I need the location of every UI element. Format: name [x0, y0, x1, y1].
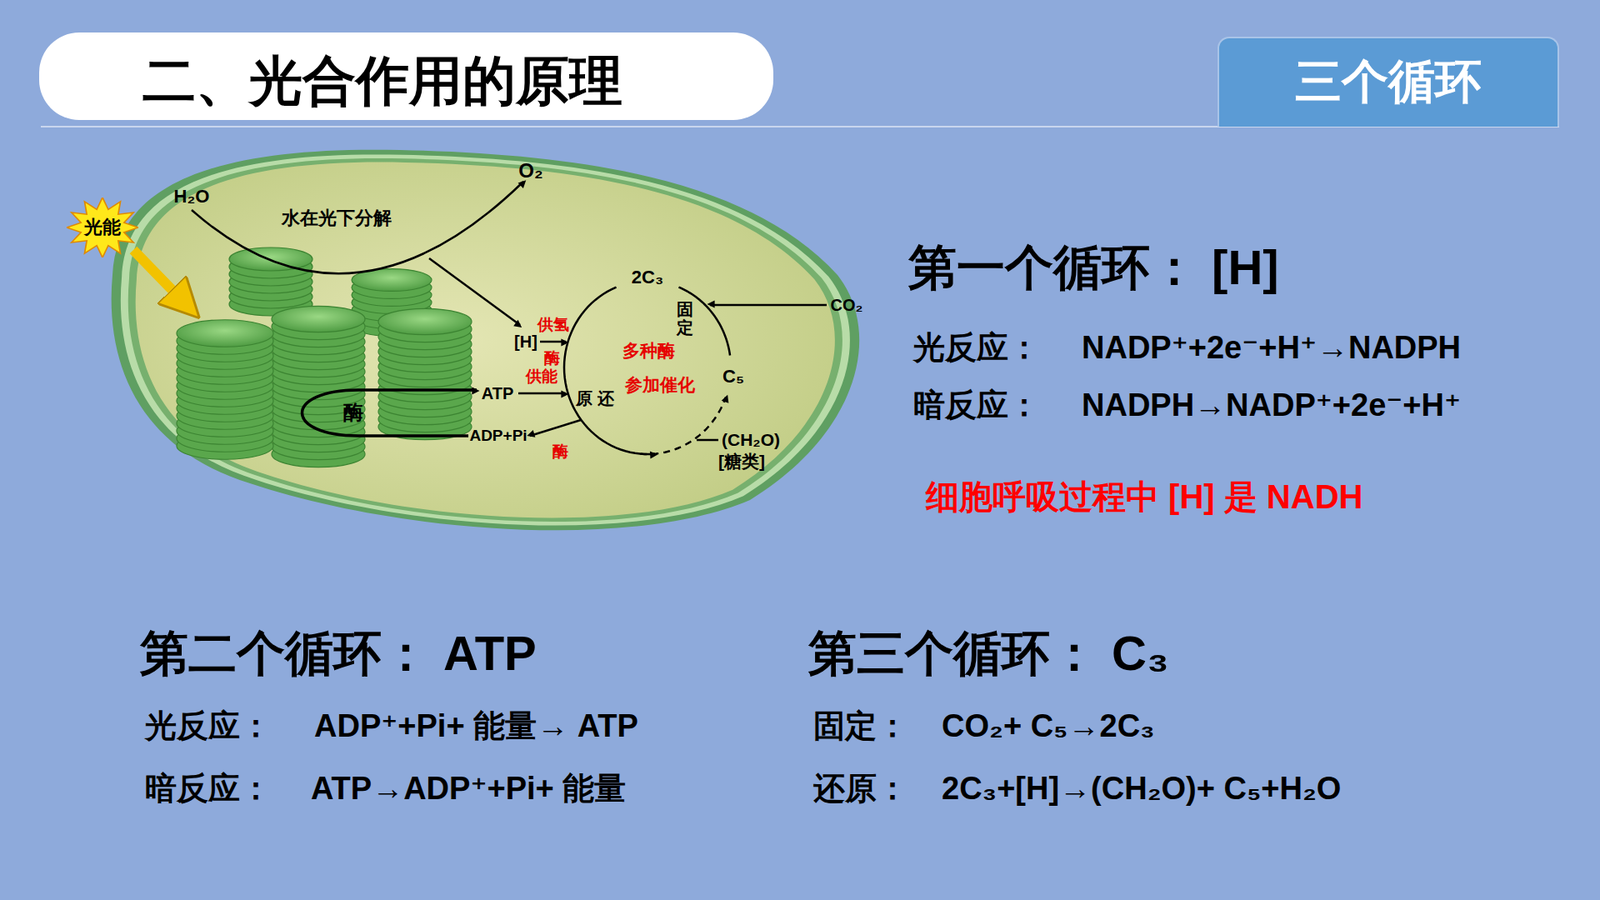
reaction-stage: 还原：: [813, 770, 909, 808]
water-arc: [191, 181, 524, 274]
granum-stack: [378, 308, 472, 440]
granum-stack: [271, 305, 365, 467]
sugar-output: [696, 439, 719, 442]
molecule-label: [糖类]: [718, 451, 765, 472]
reaction-stage: 光反应：: [145, 708, 272, 745]
reaction-stage: 暗反应：: [913, 387, 1040, 425]
thylakoid-disk: [176, 320, 274, 347]
enzyme-label: 酶: [552, 442, 569, 461]
atp-supply-arrow: [518, 392, 566, 395]
membrane-layer: [128, 158, 843, 522]
section-tab: 三个循环: [1217, 36, 1560, 127]
enzyme-label: 参加催化: [625, 375, 695, 395]
enzyme-label: 酶: [343, 400, 364, 425]
molecule-label: ATP: [481, 384, 515, 404]
molecule-label: O₂: [518, 159, 543, 183]
slide-title: 二、光合作用的原理: [142, 50, 623, 113]
membrane-layer: [120, 154, 850, 525]
equation: ATP→ADP⁺+Pi+ 能量: [310, 770, 626, 808]
molecule-label: H₂O: [174, 185, 210, 207]
h-supply-arrow: [540, 340, 566, 344]
granum-stack: [176, 320, 274, 460]
reaction-stage: 暗反应：: [145, 770, 272, 808]
co2-arrow: [710, 304, 827, 307]
equation: 2C₃+[H]→(CH₂O)+ C₅+H₂O: [941, 770, 1341, 808]
equation: NADPH→NADP⁺+2e⁻+H⁺: [1081, 387, 1461, 425]
cycle-heading: 第三个循环： C₃: [808, 625, 1170, 682]
adp-return-arrow: [530, 420, 581, 436]
enzyme-label: 酶: [544, 349, 560, 368]
membrane-layer: [111, 150, 860, 531]
process-label: 水在光下分解: [281, 207, 392, 229]
equation: CO₂+ C₅→2C₃: [941, 708, 1155, 745]
reaction-arrows: [133, 181, 827, 455]
role-label: 供能: [525, 367, 558, 386]
reaction-stage: 光反应：: [913, 330, 1040, 367]
molecule-label: CO₂: [830, 295, 864, 315]
thylakoid-disk: [229, 247, 313, 271]
cycle-heading: 第二个循环： ATP: [140, 625, 537, 682]
regeneration-arc: [640, 397, 726, 455]
reduction-arc: [564, 287, 655, 455]
atp-loop: [302, 390, 478, 436]
equation: ADP⁺+Pi+ 能量→ ATP: [314, 708, 639, 745]
thylakoid-disk: [271, 305, 365, 332]
granum-stack: [229, 247, 313, 316]
process-label: 原 还: [575, 389, 615, 409]
thylakoid-disk: [378, 308, 472, 335]
enzyme-label: 多种酶: [622, 340, 675, 361]
burst-label: 光能: [84, 215, 121, 240]
molecule-label: (CH₂O): [721, 430, 780, 450]
light-arrow: [133, 250, 189, 307]
hydrogen-arrow: [429, 258, 520, 325]
molecule-label: C₅: [722, 365, 745, 387]
molecule-label: [H]: [514, 332, 538, 352]
grana: [176, 247, 472, 468]
title-pill: [39, 32, 774, 120]
role-label: 供氢: [537, 315, 570, 335]
tab-label: 三个循环: [1295, 50, 1482, 115]
reaction-stage: 固定：: [813, 708, 909, 745]
light-energy-burst: 光能: [66, 197, 139, 258]
equation: NADP⁺+2e⁻+H⁺→NADPH: [1081, 330, 1461, 367]
process-label: 固定: [676, 300, 694, 337]
note: 细胞呼吸过程中 [H] 是 NADH: [925, 477, 1363, 516]
membrane-layer: [135, 162, 835, 519]
cycle-heading: 第一个循环： [H]: [908, 240, 1280, 296]
molecule-label: 2C₃: [631, 266, 664, 288]
molecule-label: ADP+Pi: [469, 426, 527, 445]
chloroplast: [111, 150, 860, 531]
